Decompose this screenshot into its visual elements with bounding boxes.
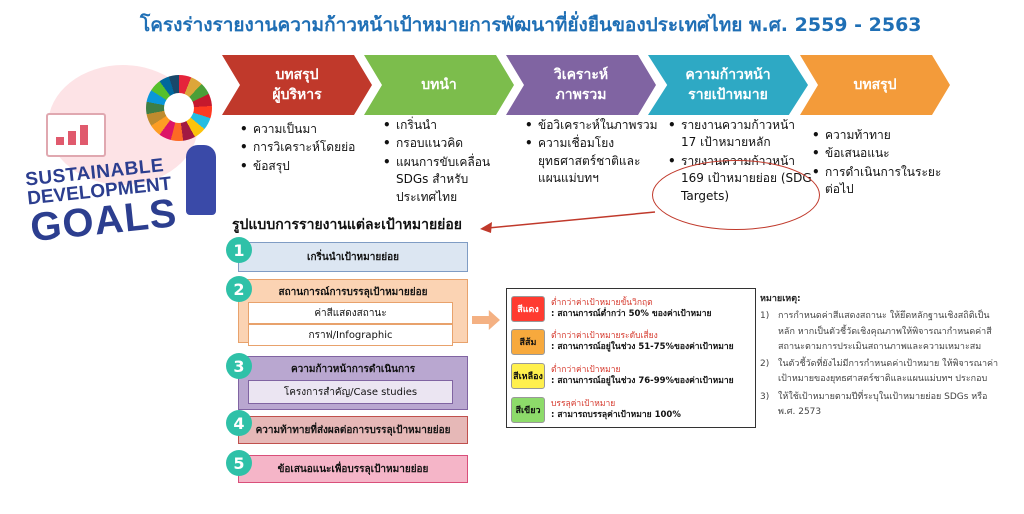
legend-desc: : สถานการณ์ต่ำกว่า 50% ของค่าเป้าหมาย <box>551 309 712 319</box>
legend-desc: : สถานการณ์อยู่ในช่วง 51-75%ของค่าเป้าหม… <box>551 342 734 352</box>
step-box: ความท้าทายที่ส่งผลต่อการบรรลุเป้าหมายย่อ… <box>238 416 468 444</box>
note-text: การกำหนดค่าสีแสดงสถานะ ให้ยึดหลักฐานเชิง… <box>778 311 992 352</box>
sdg-graphic: SUSTAINABLE DEVELOPMENT GOALS <box>24 55 233 255</box>
sub-box: โครงการสำคัญ/Case studies <box>248 380 453 404</box>
legend-desc: : สถานการณ์อยู่ในช่วง 76-99%ของค่าเป้าหม… <box>551 376 734 386</box>
notes: หมายเหตุ: 1) การกำหนดค่าสีแสดงสถานะ ให้ยึ… <box>760 292 1000 420</box>
list-item: ข้อเสนอแนะ <box>812 145 952 163</box>
step-box: ข้อเสนอแนะเพื่อบรรลุเป้าหมายย่อย <box>238 455 468 483</box>
swatch-yellow: สีเหลือง <box>511 363 545 389</box>
page-title: โครงร่างรายงานความก้าวหน้าเป้าหมายการพัฒ… <box>140 14 922 36</box>
list-item: กรอบแนวคิด <box>383 135 518 153</box>
note-number: 2) <box>760 359 770 370</box>
chart-card-icon <box>46 113 106 157</box>
chevron-label: ความก้าวหน้า <box>685 66 771 83</box>
note-item: 1) การกำหนดค่าสีแสดงสถานะ ให้ยึดหลักฐานเช… <box>760 309 1000 355</box>
legend-label: ต่ำกว่าค่าเป้าหมายระดับเสี่ยง <box>551 330 658 341</box>
legend-row: สีเขียว บรรลุค่าเป้าหมาย: สามารถบรรลุค่า… <box>511 397 681 423</box>
chevron-label: บทสรุป <box>853 76 897 93</box>
chevron-introduction: บทนำ <box>364 55 514 115</box>
list-item: แผนการขับเคลื่อน SDGs สำหรับประเทศไทย <box>383 154 518 206</box>
note-text: ให้ใช้เป้าหมายตามปีที่ระบุในเป้าหมายย่อย… <box>778 391 988 418</box>
sub-box: กราฟ/Infographic <box>248 324 453 346</box>
legend-desc: : สามารถบรรลุค่าเป้าหมาย 100% <box>551 410 681 420</box>
notes-title: หมายเหตุ: <box>760 294 801 304</box>
note-text: ในตัวชี้วัดที่ยังไม่มีการกำหนดค่าเป้าหมา… <box>778 359 999 385</box>
swatch-green: สีเขียว <box>511 397 545 423</box>
note-item: 3) ให้ใช้เป้าหมายตามปีที่ระบุในเป้าหมายย่… <box>760 390 1000 421</box>
swatch-orange: สีส้ม <box>511 329 545 355</box>
step-number: 2 <box>226 276 252 302</box>
chevron-label: ภาพรวม <box>555 87 607 103</box>
step-number: 3 <box>226 353 252 379</box>
list-item: ความท้าทาย <box>812 127 952 145</box>
list-item: เกริ่นนำ <box>383 117 518 135</box>
section-heading: รูปแบบการรายงานแต่ละเป้าหมายย่อย <box>232 217 462 233</box>
step-number: 1 <box>226 237 252 263</box>
chevron-conclusion: บทสรุป <box>800 55 950 115</box>
pointer-arrow <box>480 211 656 233</box>
legend-row: สีส้ม ต่ำกว่าค่าเป้าหมายระดับเสี่ยง: สถา… <box>511 329 734 355</box>
sdg-logo-text: SUSTAINABLE DEVELOPMENT GOALS <box>24 150 231 250</box>
notes-list: 1) การกำหนดค่าสีแสดงสถานะ ให้ยึดหลักฐานเช… <box>760 309 1000 420</box>
legend-label: ต่ำกว่าค่าเป้าหมาย <box>551 364 621 375</box>
legend-label: บรรลุค่าเป้าหมาย <box>551 398 616 409</box>
list-item: การดำเนินการในระยะต่อไป <box>812 164 952 199</box>
step-label: สถานการณ์การบรรลุเป้าหมายย่อย <box>278 287 428 298</box>
chevron-executive-summary: บทสรุปผู้บริหาร <box>222 55 372 115</box>
note-item: 2) ในตัวชี้วัดที่ยังไม่มีการกำหนดค่าเป้าห… <box>760 357 1000 388</box>
bullets-executive-summary: ความเป็นมา การวิเคราะห์โดยย่อ ข้อสรุป <box>240 121 370 176</box>
list-item: รายงานความก้าวหน้า 17 เป้าหมายหลัก <box>668 117 813 152</box>
sdg-wheel-icon <box>146 75 212 141</box>
chevron-label: บทนำ <box>421 76 457 93</box>
chevron-overview-analysis: วิเคราะห์ภาพรวม <box>506 55 656 115</box>
step-number: 5 <box>226 450 252 476</box>
person-icon <box>186 145 216 215</box>
list-item: ข้อวิเคราะห์ในภาพรวม <box>525 117 660 135</box>
chevron-goal-progress: ความก้าวหน้ารายเป้าหมาย <box>648 55 808 115</box>
note-number: 3) <box>760 391 770 402</box>
step-label: ความก้าวหน้าการดำเนินการ <box>290 364 416 375</box>
bullets-introduction: เกริ่นนำ กรอบแนวคิด แผนการขับเคลื่อน SDG… <box>383 117 518 207</box>
status-color-legend: สีแดง ต่ำกว่าค่าเป้าหมายขั้นวิกฤต: สถานก… <box>506 288 756 428</box>
list-item: ข้อสรุป <box>240 158 370 176</box>
list-item: การวิเคราะห์โดยย่อ <box>240 139 370 157</box>
chevron-label: บทสรุป <box>275 66 319 83</box>
note-number: 1) <box>760 311 770 322</box>
bullets-overview-analysis: ข้อวิเคราะห์ในภาพรวม ความเชื่อมโยง ยุทธศ… <box>525 117 660 189</box>
legend-row: สีแดง ต่ำกว่าค่าเป้าหมายขั้นวิกฤต: สถานก… <box>511 296 711 322</box>
highlight-ellipse <box>652 160 820 230</box>
chevron-label: ผู้บริหาร <box>272 87 322 103</box>
sub-box: ค่าสีแสดงสถานะ <box>248 302 453 324</box>
legend-label: ต่ำกว่าค่าเป้าหมายขั้นวิกฤต <box>551 297 653 308</box>
chevron-label: วิเคราะห์ <box>553 66 609 83</box>
list-item: ความเป็นมา <box>240 121 370 139</box>
right-arrow-icon <box>472 310 500 330</box>
bullets-conclusion: ความท้าทาย ข้อเสนอแนะ การดำเนินการในระยะ… <box>812 127 952 200</box>
list-item: ความเชื่อมโยง ยุทธศาสตร์ชาติและแผนแม่บทฯ <box>525 135 660 187</box>
chevron-label: รายเป้าหมาย <box>688 87 768 103</box>
step-number: 4 <box>226 410 252 436</box>
swatch-red: สีแดง <box>511 296 545 322</box>
step-box: เกริ่นนำเป้าหมายย่อย <box>238 242 468 272</box>
legend-row: สีเหลือง ต่ำกว่าค่าเป้าหมาย: สถานการณ์อย… <box>511 363 734 389</box>
